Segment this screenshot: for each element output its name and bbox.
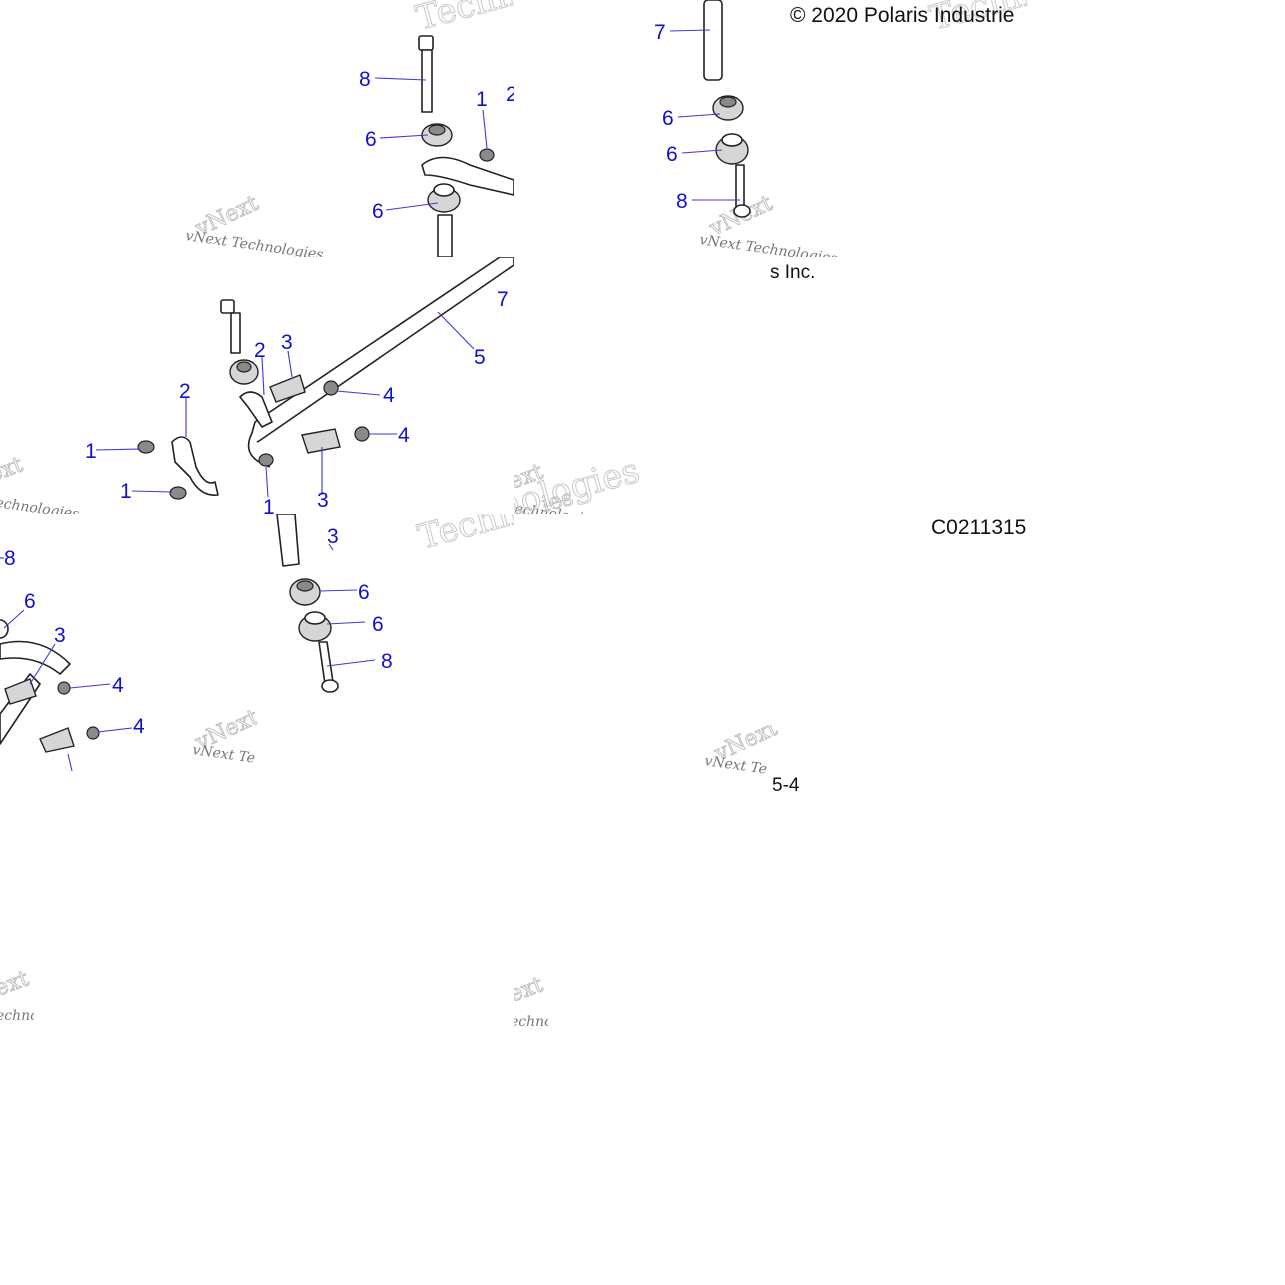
callout-4: 4 xyxy=(112,674,124,697)
tile-middle: ext echnologies xyxy=(0,257,514,514)
svg-text:vNext Te: vNext Te xyxy=(703,753,768,778)
callout-2: 2 xyxy=(506,83,514,106)
copyright-text: © 2020 Polaris Industrie xyxy=(790,4,1015,27)
tile-top-right: Technologies vNext vNext Technologies 7 … xyxy=(514,0,1028,257)
callout-6: 6 xyxy=(666,143,678,166)
callout-3: 3 xyxy=(54,624,66,647)
svg-text:Technologies: Technologies xyxy=(414,514,514,558)
tile-watermark-left: ext echno xyxy=(0,968,34,1028)
tile-left-edge-drawing: vNext vNext Te 8 6 3 4 4 xyxy=(0,547,257,771)
callout-6: 6 xyxy=(365,128,377,151)
callout-6: 6 xyxy=(358,581,370,604)
svg-text:ext: ext xyxy=(514,974,546,1008)
tile-bottom-drawing: Technologies 3 6 6 8 xyxy=(276,514,514,693)
callout-1: 1 xyxy=(85,440,97,463)
tile-middle-right-drawing: ext echnologies Technologies ies xyxy=(514,450,644,514)
watermark-vnext: vNext Technologies xyxy=(698,232,838,257)
tile-figure-code: C0211315 xyxy=(771,514,1028,544)
callout-8: 8 xyxy=(4,547,16,570)
callout-6: 6 xyxy=(372,200,384,223)
callout-8: 8 xyxy=(676,190,688,213)
figure-code: C0211315 xyxy=(931,516,1027,539)
svg-text:ext: ext xyxy=(0,452,26,487)
callout-1: 1 xyxy=(476,88,488,111)
callout-5: 5 xyxy=(474,346,486,369)
tile-bottom: Technologies 3 6 6 8 xyxy=(257,514,514,771)
callout-2: 2 xyxy=(179,380,191,403)
callout-4: 4 xyxy=(398,424,410,447)
callout-3: 3 xyxy=(317,489,329,512)
svg-text:echno: echno xyxy=(514,1014,548,1030)
callout-6: 6 xyxy=(24,590,36,613)
svg-text:vNext Technologies: vNext Technologies xyxy=(184,228,324,257)
svg-text:vNext Te: vNext Te xyxy=(191,742,256,767)
svg-text:Technologies: Technologies xyxy=(412,0,514,39)
callout-8: 8 xyxy=(359,68,371,91)
callout-3: 3 xyxy=(281,331,293,354)
svg-text:echno: echno xyxy=(0,1008,34,1024)
tile-page-ref-drawing: vNext vNext Te xyxy=(703,725,781,778)
callout-1: 1 xyxy=(263,496,275,514)
callout-6: 6 xyxy=(372,613,384,636)
callout-8: 8 xyxy=(381,650,393,673)
page-fragment: 5-4 xyxy=(772,775,800,796)
callout-4: 4 xyxy=(133,715,145,738)
tile-left-edge: vNext vNext Te 8 6 3 4 4 xyxy=(0,514,257,771)
tile-middle-drawing: ext echnologies xyxy=(0,257,514,514)
callout-7: 7 xyxy=(497,288,509,311)
svg-text:ext: ext xyxy=(0,968,32,1002)
svg-text:echnologies: echnologies xyxy=(0,495,80,514)
callout-4: 4 xyxy=(383,384,395,407)
callout-7: 7 xyxy=(654,21,666,44)
copyright-fragment: s Inc. xyxy=(770,262,816,283)
tile-watermark-right: ext echno xyxy=(514,974,548,1034)
tile-page-ref: vNext vNext Te 5-4 xyxy=(514,725,814,805)
tile-middle-right: ext echnologies Technologies ies s Inc. xyxy=(514,257,1028,514)
tile-top-left: Technologies vNext vNext Technologies 8 … xyxy=(0,0,514,257)
callout-3: 3 xyxy=(327,525,339,548)
callout-6: 6 xyxy=(662,107,674,130)
callout-1: 1 xyxy=(120,480,132,503)
callout-2: 2 xyxy=(254,339,266,362)
tile-top-right-drawing: Technologies vNext vNext Technologies 7 … xyxy=(654,0,1028,257)
tile-top-left-drawing: Technologies vNext vNext Technologies 8 … xyxy=(184,0,514,257)
